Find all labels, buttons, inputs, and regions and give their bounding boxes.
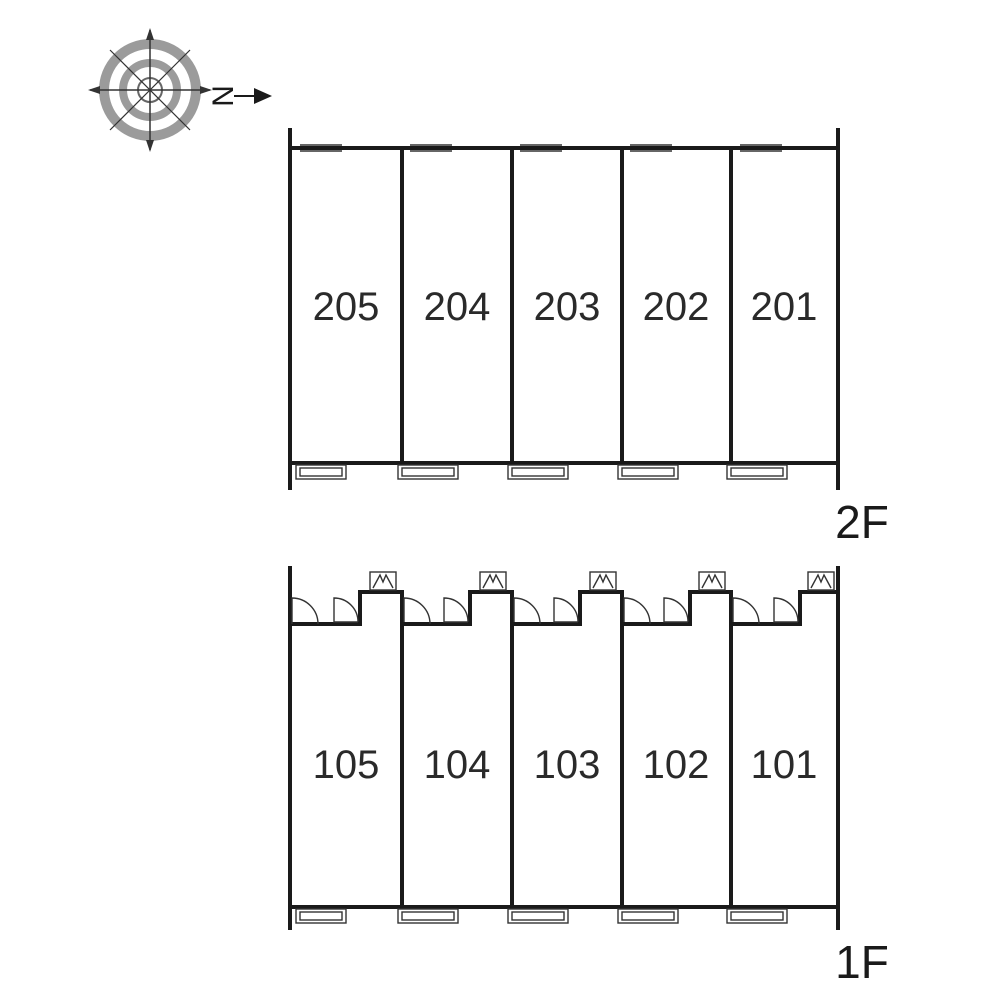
- unit-label-205: 205: [313, 285, 380, 329]
- unit-label-102: 102: [643, 743, 710, 787]
- floor-2f-plan: [288, 128, 840, 490]
- unit-label-202: 202: [643, 285, 710, 329]
- compass-icon: [88, 28, 272, 152]
- unit-label-103: 103: [534, 743, 601, 787]
- compass-north-letter: N: [206, 85, 239, 107]
- unit-label-104: 104: [424, 743, 491, 787]
- unit-label-201: 201: [751, 285, 818, 329]
- unit-label-105: 105: [313, 743, 380, 787]
- floor-label-2f: 2F: [835, 496, 889, 548]
- floor-1f-plan: [288, 566, 840, 930]
- unit-label-203: 203: [534, 285, 601, 329]
- unit-label-204: 204: [424, 285, 491, 329]
- floor-label-1f: 1F: [835, 936, 889, 988]
- unit-label-101: 101: [751, 743, 818, 787]
